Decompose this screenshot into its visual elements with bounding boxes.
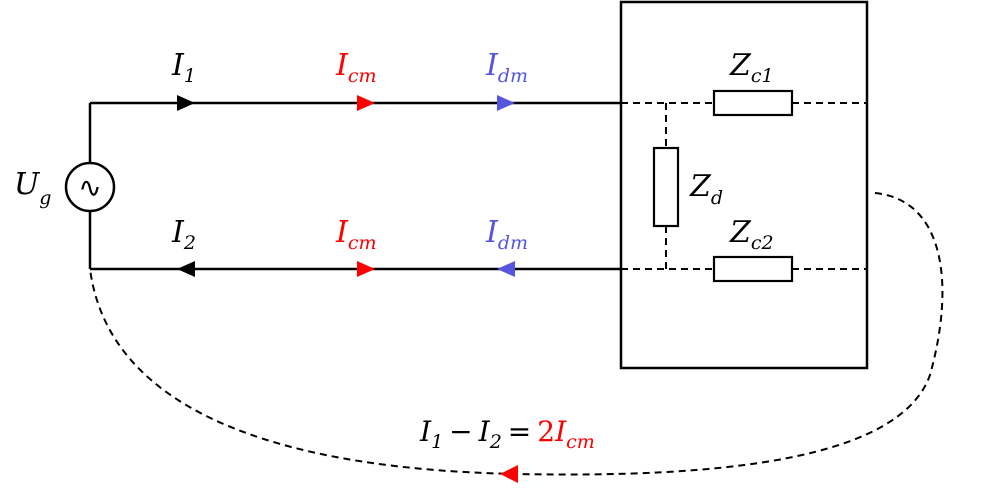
bottom-idm-label: Idm (485, 215, 528, 254)
top-idm-label: Idm (485, 48, 528, 87)
bottom-icm-label: Icm (335, 215, 377, 254)
zc2-impedance (712, 255, 794, 283)
i1-direction-arrow (177, 95, 195, 111)
common-mode-return-path (89, 192, 944, 476)
top-icm-label: Icm (335, 48, 377, 87)
source-label: Ug (14, 167, 51, 209)
return-current-equation: I1−I2=2Icm (419, 415, 595, 453)
zc2-label: Zc2 (729, 215, 774, 254)
load-enclosure-box (619, 0, 869, 370)
i2-direction-arrow (177, 261, 195, 277)
zc1-label: Zc1 (729, 48, 774, 87)
top-idm-direction-arrow (497, 95, 515, 111)
zc1-impedance (712, 89, 794, 117)
return-path-arrow (500, 465, 518, 483)
ac-voltage-source (64, 161, 116, 213)
zd-label: Zd (689, 169, 723, 209)
bottom-icm-direction-arrow (357, 261, 375, 277)
bottom-idm-direction-arrow (497, 261, 515, 277)
top-icm-direction-arrow (357, 95, 375, 111)
internal-dashed-wiring (621, 102, 867, 270)
zd-impedance (652, 146, 680, 228)
i2-label: I2 (171, 215, 196, 254)
ac-source-symbol-icon: ∿ (78, 171, 101, 204)
i1-label: I1 (171, 48, 196, 87)
